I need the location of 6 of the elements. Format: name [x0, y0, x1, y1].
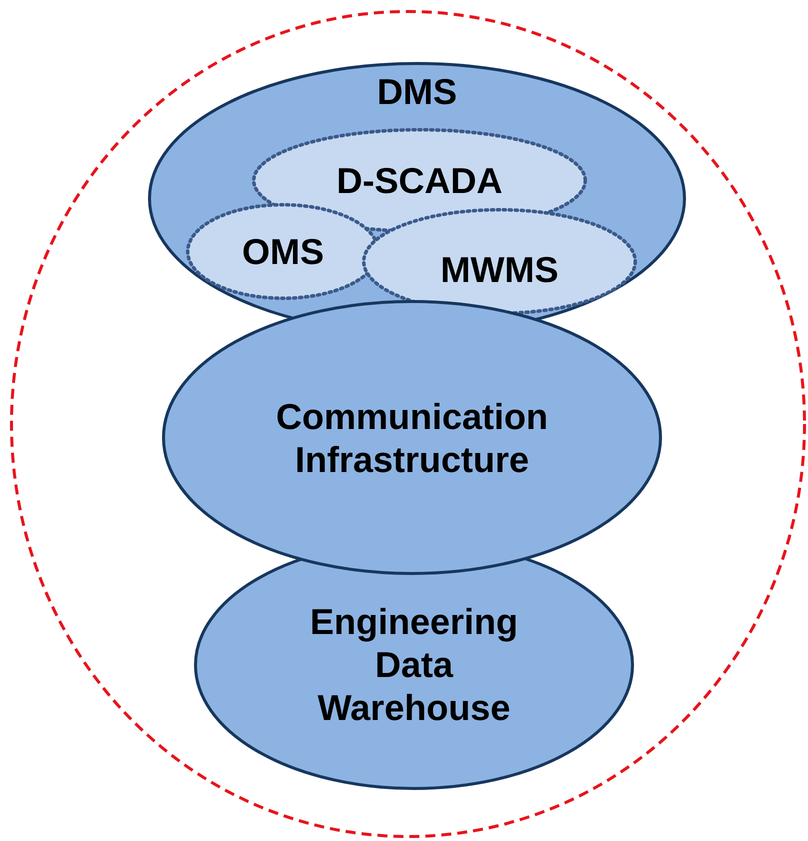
ellipse-label: D-SCADA — [336, 159, 502, 202]
ellipse-label: Communication Infrastructure — [274, 394, 549, 481]
ellipse-label: MWMS — [440, 248, 558, 292]
ellipse-label: OMS — [242, 230, 324, 274]
ellipse-label: DMS — [377, 70, 457, 114]
ellipse-label: Engineering Data Warehouse — [308, 600, 520, 730]
